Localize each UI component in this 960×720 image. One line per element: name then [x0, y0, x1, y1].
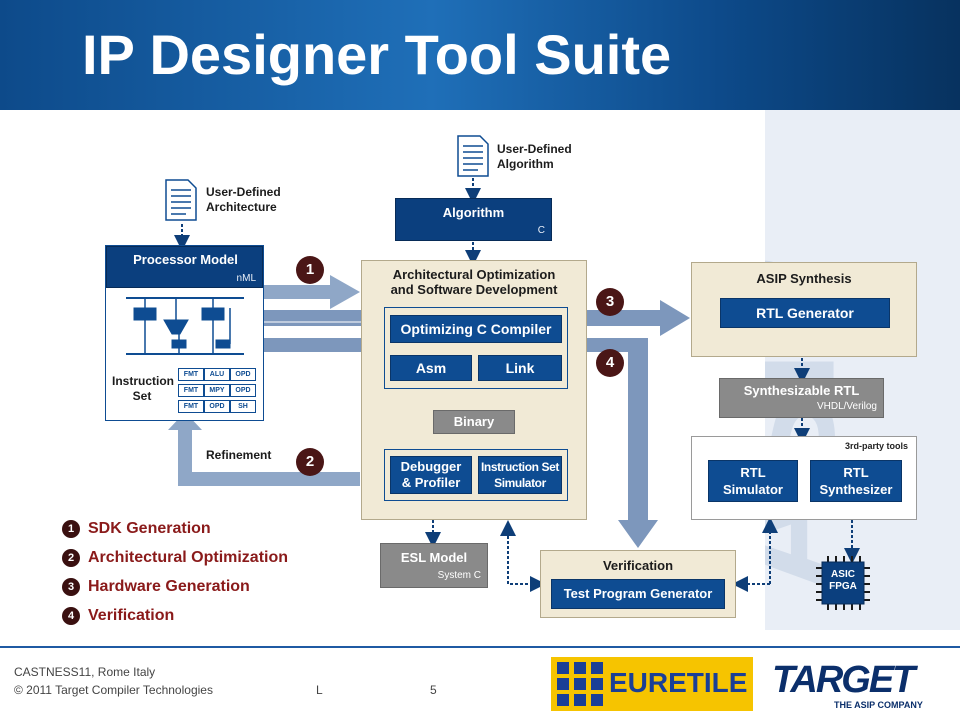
- synthesizable-rtl-title: Synthesizable RTL: [743, 383, 860, 398]
- target-tagline: THE ASIP COMPANY: [834, 700, 923, 710]
- footer-event: CASTNESS11, Rome Italy: [14, 665, 156, 679]
- verification-panel: Verification Test Program Generator: [540, 550, 736, 618]
- synthesizable-rtl-box: Synthesizable RTL VHDL/Verilog: [719, 378, 884, 418]
- esl-model-title: ESL Model: [400, 550, 468, 565]
- asip-synthesis-panel: ASIP Synthesis RTL Generator: [691, 262, 917, 357]
- binary-box: Binary: [433, 410, 515, 434]
- title-banner: [0, 0, 960, 110]
- euretile-grid-icon: [557, 662, 603, 706]
- badge-4: 4: [596, 349, 624, 377]
- algorithm-lang: C: [537, 225, 545, 236]
- footer-page-number: 5: [430, 683, 437, 697]
- euretile-logo: EURETILE: [551, 657, 753, 711]
- footer-copyright: © 2011 Target Compiler Technologies: [14, 683, 213, 697]
- algorithm-box: Algorithm C: [395, 198, 552, 241]
- datapath-schematic-icon: [126, 297, 244, 355]
- optimizing-c-compiler-box: Optimizing C Compiler: [390, 315, 562, 343]
- debug-group: [384, 449, 568, 501]
- processor-model-lang: nML: [236, 273, 256, 284]
- compiler-group: [384, 307, 568, 389]
- page-title: IP Designer Tool Suite: [82, 23, 672, 86]
- euretile-text: EURETILE: [609, 667, 748, 698]
- footer-divider: [0, 646, 960, 648]
- test-program-generator-box: Test Program Generator: [551, 579, 725, 609]
- badge-2: 2: [296, 448, 324, 476]
- architecture-document-icon: [165, 179, 197, 221]
- arrow-sdk: [262, 275, 360, 309]
- esl-model-lang: System C: [437, 570, 481, 581]
- asm-box: Asm: [390, 355, 472, 381]
- refinement-label: Refinement: [206, 448, 272, 462]
- processor-model-title: Processor Model: [133, 252, 238, 267]
- footer-mark: L: [316, 683, 323, 697]
- processor-model-header: Processor Model nML: [106, 246, 263, 288]
- verification-title: Verification: [602, 558, 674, 573]
- esl-model-box: ESL Model System C: [380, 543, 488, 588]
- chip-icon: [816, 556, 870, 610]
- algorithm-title: Algorithm: [442, 205, 505, 220]
- debugger-profiler-box: Debugger& Profiler: [390, 456, 472, 494]
- rtl-generator-box: RTL Generator: [720, 298, 890, 328]
- third-party-label: 3rd-party tools: [844, 441, 908, 451]
- badge-3: 3: [596, 288, 624, 316]
- badge-1: 1: [296, 256, 324, 284]
- algorithm-document-icon: [457, 135, 489, 177]
- synthesizable-rtl-lang: VHDL/Verilog: [816, 401, 877, 412]
- asip-synthesis-title: ASIP Synthesis: [756, 271, 852, 286]
- target-logo: TARGET THE ASIP COMPANY: [772, 660, 940, 712]
- link-box: Link: [478, 355, 562, 381]
- target-text: TARGET: [772, 659, 915, 701]
